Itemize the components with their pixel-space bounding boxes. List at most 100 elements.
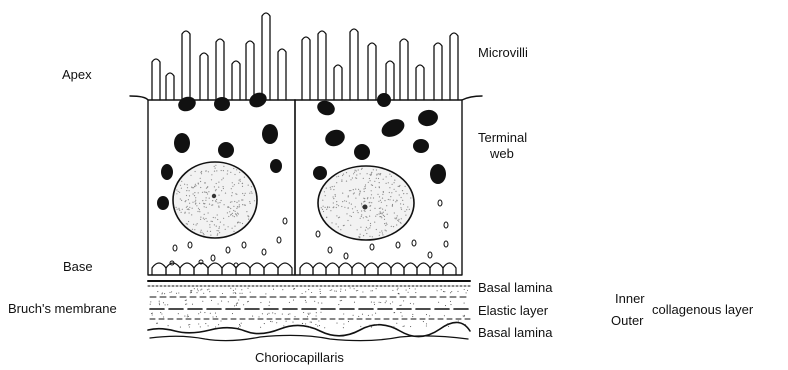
bruch-dot (408, 292, 409, 293)
stipple-dot (224, 204, 225, 205)
stipple-dot (214, 171, 215, 172)
basal-infolding (264, 263, 278, 275)
stipple-dot (202, 200, 203, 201)
stipple-dot (365, 184, 366, 185)
stipple-dot (386, 224, 387, 225)
stipple-dot (217, 202, 218, 203)
stipple-dot (177, 209, 178, 210)
stipple-dot (369, 202, 370, 203)
bruch-dot (374, 302, 375, 303)
bruch-dot (238, 327, 239, 328)
stipple-dot (201, 173, 202, 174)
stipple-dot (236, 169, 237, 170)
nuclei-group (173, 162, 414, 240)
stipple-dot (209, 204, 210, 205)
stipple-dot (387, 214, 388, 215)
stipple-dot (192, 229, 193, 230)
stipple-dot (228, 206, 229, 207)
stipple-dot (370, 223, 371, 224)
pigment-granule (218, 142, 234, 158)
bruch-dot (247, 288, 248, 289)
stipple-dot (363, 188, 364, 189)
stipple-dot (394, 182, 395, 183)
bruch-dot (178, 292, 179, 293)
stipple-dot (358, 212, 359, 213)
bruch-dot (216, 316, 217, 317)
basal-infolding (194, 263, 208, 275)
stipple-dot (330, 187, 331, 188)
stipple-dot (186, 207, 187, 208)
stipple-dot (237, 206, 238, 207)
stipple-dot (379, 208, 380, 209)
stipple-dot (250, 203, 251, 204)
stipple-dot (220, 222, 221, 223)
stipple-dot (356, 174, 357, 175)
bruch-dot (360, 326, 361, 327)
stipple-dot (221, 170, 222, 171)
stipple-dot (395, 191, 396, 192)
bruch-dot (235, 293, 236, 294)
stipple-dot (334, 186, 335, 187)
stipple-dot (229, 211, 230, 212)
stipple-dot (385, 225, 386, 226)
bruch-dot (236, 304, 237, 305)
stipple-dot (377, 194, 378, 195)
stipple-dot (185, 200, 186, 201)
stipple-dot (189, 212, 190, 213)
stipple-dot (210, 235, 211, 236)
stipple-dot (240, 181, 241, 182)
stipple-dot (382, 232, 383, 233)
bruch-dot (463, 315, 464, 316)
microvillus (350, 29, 358, 100)
stipple-dot (363, 235, 364, 236)
stipple-dot (402, 190, 403, 191)
stipple-dot (187, 184, 188, 185)
bruch-dot (368, 315, 369, 316)
basal-infolding (236, 263, 250, 275)
stipple-dot (360, 227, 361, 228)
stipple-dot (239, 206, 240, 207)
stipple-dot (225, 193, 226, 194)
stipple-dot (200, 219, 201, 220)
stipple-dot (219, 232, 220, 233)
bruch-dot (294, 316, 295, 317)
stipple-dot (237, 222, 238, 223)
stipple-dot (376, 229, 377, 230)
stipple-dot (384, 223, 385, 224)
stipple-dot (322, 209, 323, 210)
stipple-dot (211, 174, 212, 175)
stipple-dot (349, 202, 350, 203)
bruch-dot (380, 302, 381, 303)
stipple-dot (210, 231, 211, 232)
stipple-dot (181, 188, 182, 189)
stipple-dot (192, 202, 193, 203)
pigment-granule (354, 144, 370, 160)
stipple-dot (330, 189, 331, 190)
stipple-dot (326, 188, 327, 189)
stipple-dot (207, 193, 208, 194)
basal-infolding (378, 263, 391, 275)
bruch-dot (403, 300, 404, 301)
stipple-dot (201, 232, 202, 233)
bruch-dot (311, 292, 312, 293)
stipple-dot (207, 186, 208, 187)
stipple-dot (189, 207, 190, 208)
stipple-dot (195, 184, 196, 185)
stipple-dot (254, 200, 255, 201)
small-granule (277, 237, 281, 243)
basal-infolding (313, 263, 326, 275)
stipple-dot (379, 196, 380, 197)
stipple-dot (204, 219, 205, 220)
stipple-dot (371, 194, 372, 195)
stipple-dot (186, 195, 187, 196)
stipple-dot (234, 174, 235, 175)
stipple-dot (248, 215, 249, 216)
stipple-dot (380, 213, 381, 214)
bruch-dot (370, 290, 371, 291)
bruch-dot (238, 299, 239, 300)
stipple-dot (223, 166, 224, 167)
stipple-dot (359, 193, 360, 194)
bruch-dot (410, 326, 411, 327)
bruch-dot (450, 301, 451, 302)
bruch-dot (157, 291, 158, 292)
